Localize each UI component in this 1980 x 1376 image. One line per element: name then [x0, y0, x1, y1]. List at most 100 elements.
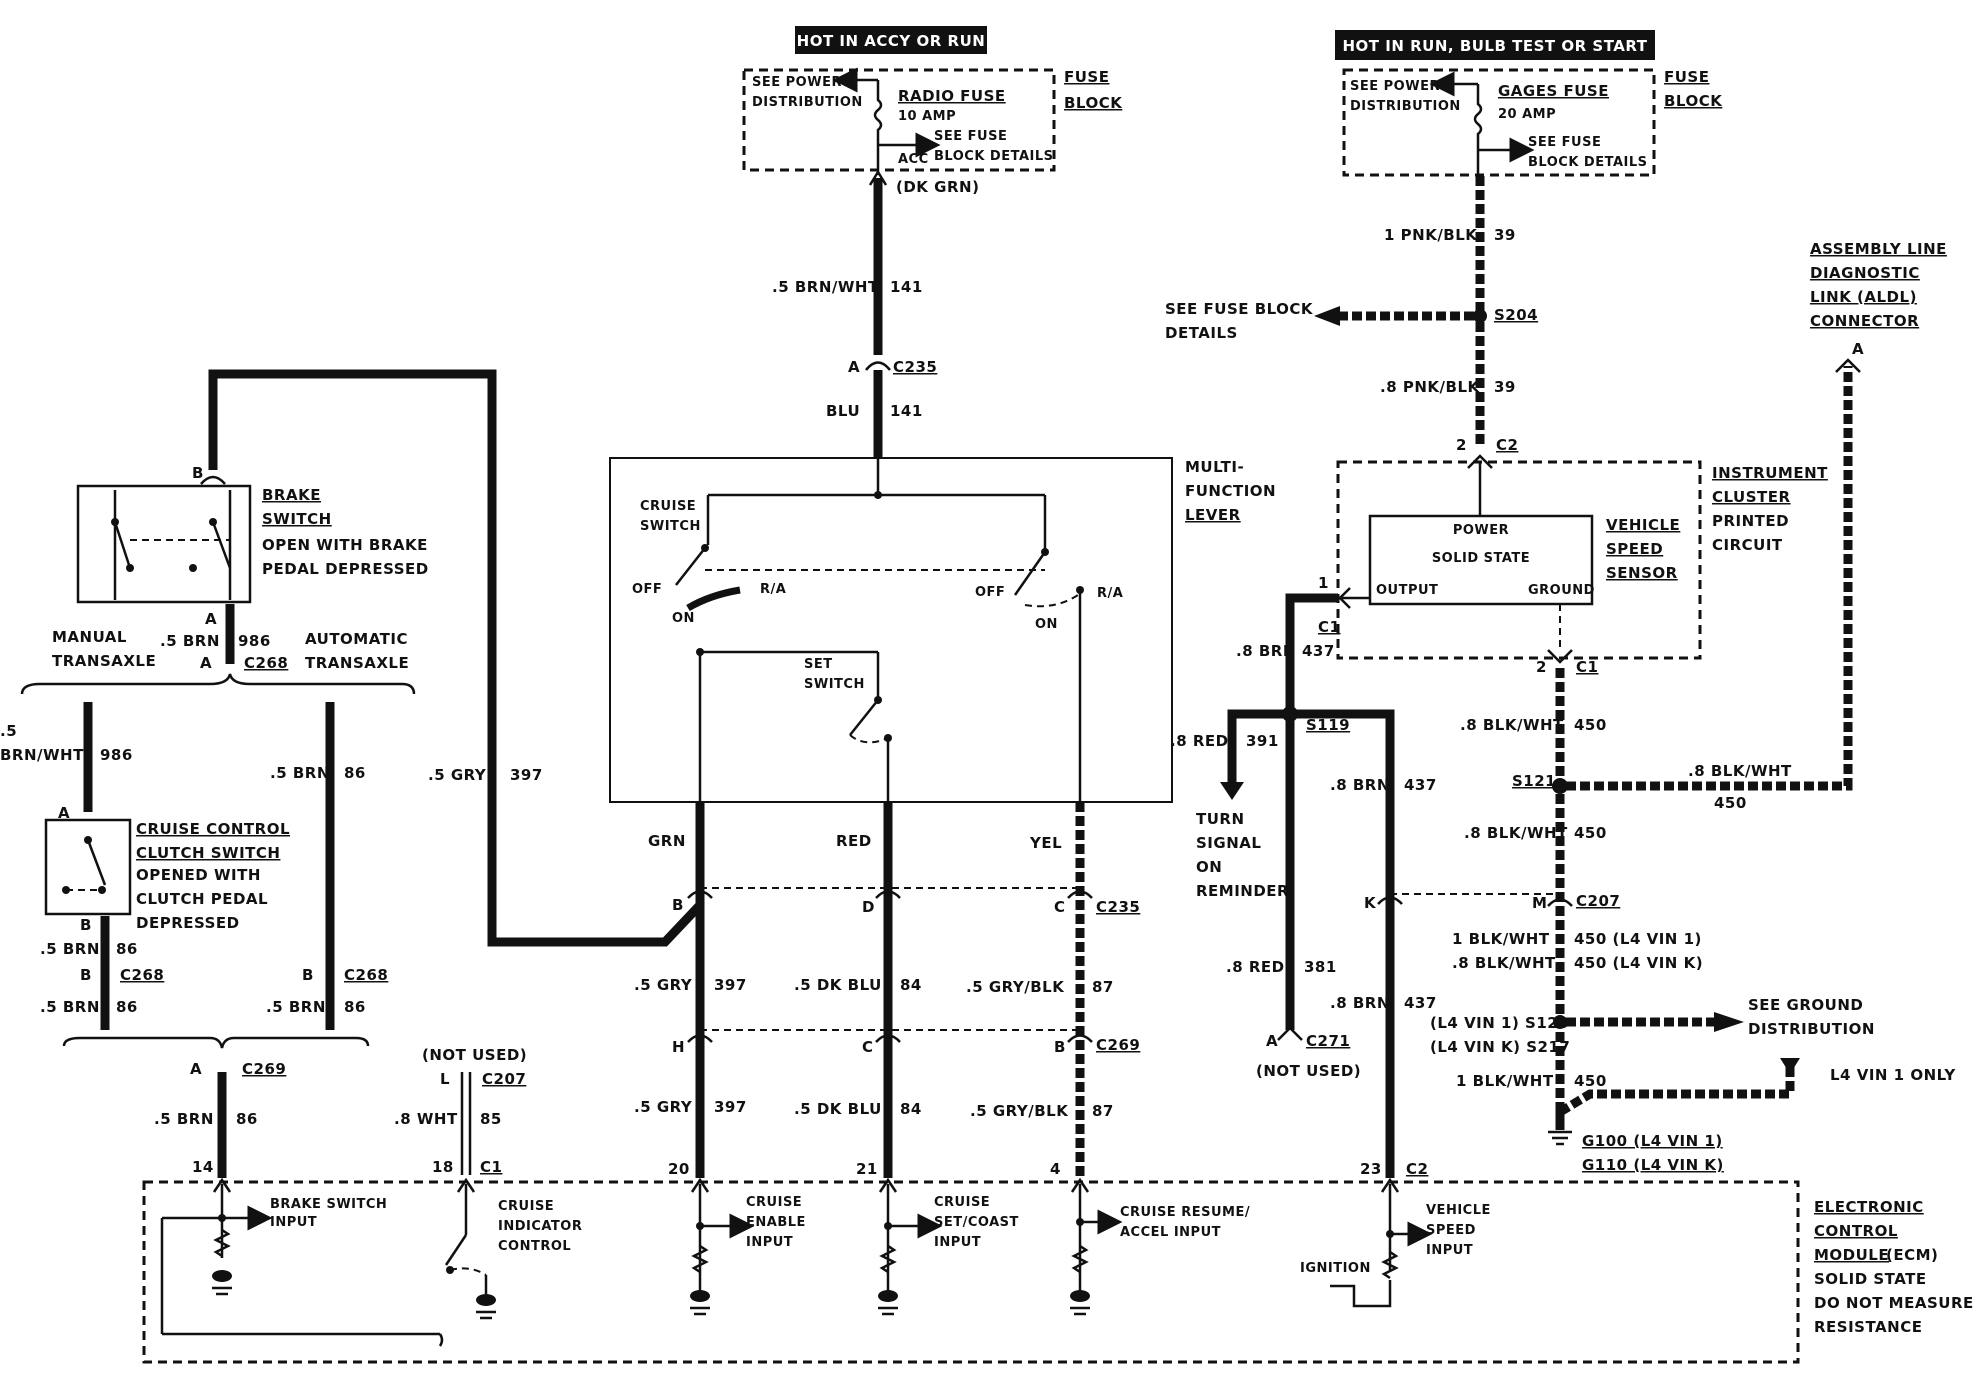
label: OFF [632, 582, 662, 597]
fuse-name: RADIO FUSE [898, 87, 1006, 105]
splice-s123 [1553, 1015, 1567, 1029]
hot-banner-accy [795, 26, 987, 54]
label: CRUISE [934, 1195, 990, 1210]
wire-437-a [1285, 593, 1338, 714]
label: 87 [1092, 1102, 1114, 1120]
label: C1 [1318, 618, 1340, 636]
label: SOLID STATE [1432, 551, 1530, 566]
label: 87 [1092, 978, 1114, 996]
label: DISTRIBUTION [1350, 99, 1461, 114]
fuse-name: GAGES FUSE [1498, 82, 1609, 100]
label: .8 BLK/WHT [1452, 954, 1556, 972]
fuse-symbol [873, 80, 883, 175]
label: C [862, 1038, 874, 1056]
label: CONNECTOR [1810, 312, 1919, 330]
label: .8 BRN [1330, 994, 1390, 1012]
label: A [190, 1060, 202, 1078]
switch-blade [675, 547, 706, 586]
vss-box [1368, 514, 1594, 606]
label: 85 [480, 1110, 502, 1128]
label: CONTROL [498, 1239, 571, 1254]
label: SEE GROUND [1748, 996, 1863, 1014]
label: 86 [344, 764, 366, 782]
connector [1835, 358, 1861, 373]
label: DETAILS [1165, 324, 1238, 342]
label: SWITCH [804, 677, 865, 692]
switch-link [849, 734, 889, 744]
hot-banner-run-text: HOT IN RUN, BULB TEST OR START [1343, 37, 1648, 55]
label: TRANSAXLE [52, 652, 156, 670]
label: C [1054, 898, 1066, 916]
label: .5 BRN [40, 998, 100, 1016]
label: BLOCK DETAILS [934, 149, 1054, 164]
label: .5 BRN [270, 764, 330, 782]
label: G100 (L4 VIN 1) [1582, 1132, 1723, 1150]
brace [20, 673, 416, 695]
switch-link [1024, 594, 1079, 608]
label: S121 [1512, 772, 1556, 790]
ground-symbol [1548, 1110, 1572, 1146]
gages-fuse-group: HOT IN RUN, BULB TEST OR START SEE POWER… [1335, 30, 1723, 180]
arrow [1780, 1058, 1800, 1074]
label: SEE FUSE [934, 129, 1007, 144]
label: CLUSTER [1712, 488, 1791, 506]
label: DO NOT MEASURE [1814, 1294, 1974, 1312]
label: CRUISE [640, 499, 696, 514]
label: C1 [1576, 658, 1598, 676]
label: ON [1035, 617, 1058, 632]
label: .5 [0, 722, 17, 740]
label: 86 [116, 940, 138, 958]
connector [200, 475, 226, 485]
label: C207 [482, 1070, 526, 1088]
wire-437-b [1290, 709, 1395, 1178]
label: .5 BRN [154, 1110, 214, 1128]
label: 450 [1574, 716, 1607, 734]
label: VEHICLE [1606, 516, 1680, 534]
label: REMINDER [1196, 882, 1289, 900]
label: C269 [1096, 1036, 1140, 1054]
label: 450 (L4 VIN K) [1574, 954, 1703, 972]
label: INPUT [934, 1235, 981, 1250]
label: SPEED [1606, 540, 1663, 558]
wire-397-gry [208, 369, 704, 947]
label: 18 [432, 1158, 454, 1176]
splice-s204 [1473, 309, 1487, 323]
label: 437 [1404, 776, 1437, 794]
label: 84 [900, 1100, 922, 1118]
connector [1277, 1026, 1303, 1041]
label: .8 BRN [1330, 776, 1390, 794]
label: 23 [1360, 1160, 1382, 1178]
label: .8 BLK/WHT [1460, 716, 1564, 734]
brake-switch-symbol [111, 490, 232, 600]
label: BRN/WHT [0, 746, 84, 764]
label: SPEED [1426, 1223, 1476, 1238]
wire-450-aldl [1566, 366, 1853, 791]
arrow [1220, 782, 1244, 800]
label: S204 [1494, 306, 1538, 324]
label: 39 [1494, 378, 1516, 396]
label: SWITCH [262, 510, 332, 528]
label: .8 RED [1170, 732, 1229, 750]
label: 4 [1050, 1160, 1061, 1178]
label: .8 WHT [394, 1110, 458, 1128]
label: BLOCK [1064, 94, 1123, 112]
label: 1 [1318, 574, 1329, 592]
label: 86 [344, 998, 366, 1016]
label: FUSE [1064, 68, 1109, 86]
label: (DK GRN) [896, 178, 979, 196]
lever-bus [706, 458, 1047, 550]
label: OPENED WITH [136, 866, 261, 884]
label: GRN [648, 832, 686, 850]
label: B [80, 966, 92, 984]
label: 397 [510, 766, 543, 784]
label: SEE POWER [752, 75, 842, 90]
label: SET/COAST [934, 1215, 1019, 1230]
label: B [672, 896, 684, 914]
label: R/A [1097, 586, 1123, 601]
arrow [1314, 306, 1340, 326]
label: .8 PNK/BLK [1380, 378, 1480, 396]
label: D [862, 898, 875, 916]
label: C268 [120, 966, 164, 984]
clutch-switch-symbol [62, 836, 107, 894]
